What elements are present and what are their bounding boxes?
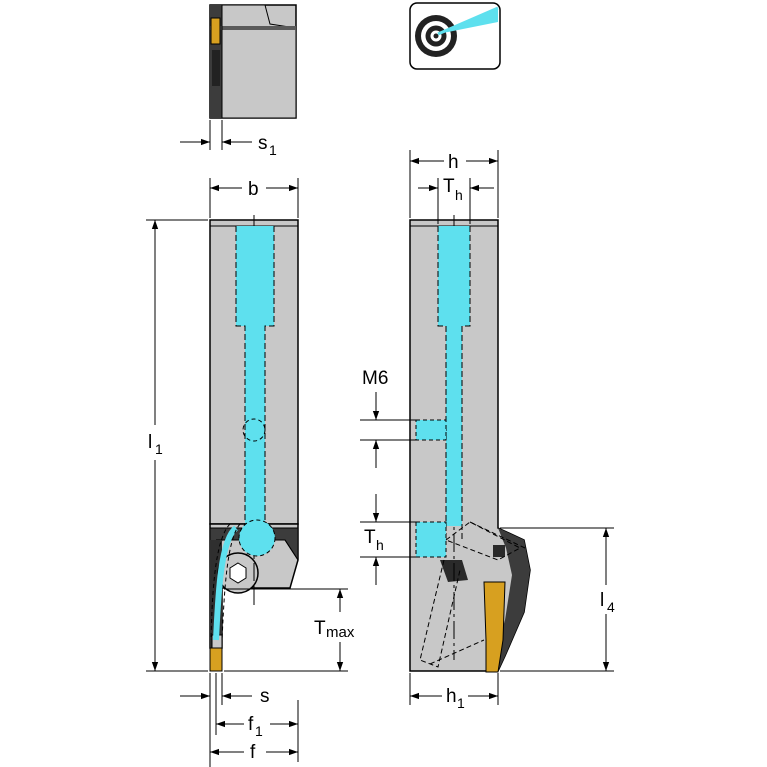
label-h1-sub: 1 [457,695,465,711]
dimension-f1: f 1 [215,673,299,762]
dimension-h: h [409,150,499,218]
dimension-b: b [209,178,299,218]
front-view [209,215,299,672]
dimension-s1: s 1 [180,120,277,158]
label-f1-sub: 1 [255,723,263,739]
top-view [209,4,297,119]
label-l1-base: l [148,432,152,453]
label-s1-sub: 1 [269,142,277,158]
label-l4-base: l [600,590,604,611]
label-h: h [448,152,459,173]
dimension-tmax: T max [224,588,355,672]
label-tmax-sub: max [326,624,355,641]
dimension-l1: l 1 [146,219,208,672]
dimension-m6: M6 [360,368,416,468]
insert-front [209,647,223,672]
dimension-l4: l 4 [500,527,615,672]
label-f1-base: f [248,714,254,735]
label-tmax-base: T [314,618,326,639]
label-h1-base: h [446,686,457,707]
label-th-top-sub: h [455,187,463,203]
dimension-s: s [180,673,270,767]
label-th-side-sub: h [376,537,384,553]
label-b: b [248,179,259,200]
label-th-top-base: T [443,176,455,197]
insert-side [483,581,506,673]
side-view [409,215,531,673]
internal-coolant-icon [409,2,501,70]
label-s1-base: s [258,133,268,154]
label-s: s [260,686,270,707]
label-l4-sub: 4 [607,599,615,615]
dimension-th-side: T h [360,494,416,585]
label-m6: M6 [362,368,388,389]
dimension-th-top: T h [418,176,494,224]
dimension-f: f [210,742,298,763]
label-th-side-base: T [364,527,376,548]
label-f: f [250,742,256,763]
dimension-h1: h 1 [409,673,499,711]
label-l1-sub: 1 [155,441,163,457]
